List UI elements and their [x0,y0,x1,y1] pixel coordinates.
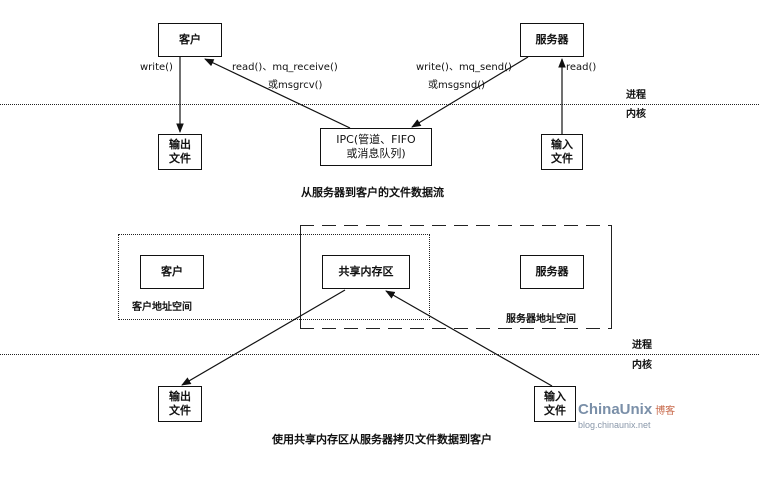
arrow-shm-to-output [181,289,346,386]
process-label-1: 进程 [626,90,646,101]
client-msgrcv-label: 或msgrcv() [268,80,323,91]
server-read-label: read() [566,62,597,73]
ipc-line1: IPC(管道、FIFO [336,133,416,147]
client-label-2: 客户 [161,265,183,279]
output-file-box-2: 输出 文件 [158,386,202,422]
caption-1: 从服务器到客户的文件数据流 [301,186,444,199]
output-file-2-line2: 文件 [169,404,191,417]
shared-memory-label: 共享内存区 [338,265,394,279]
input-file-2-line1: 输入 [544,390,566,404]
ipc-box: IPC(管道、FIFO 或消息队列) [320,128,432,166]
shared-memory-box: 共享内存区 [322,255,410,289]
output-file-line2: 文件 [169,152,191,165]
ipc-line2: 或消息队列) [346,147,406,160]
client-label: 客户 [179,33,201,47]
output-file-line1: 输出 [169,138,191,152]
server-box-1: 服务器 [520,23,584,57]
input-file-box-1: 输入 文件 [541,134,583,170]
kernel-label-2: 内核 [632,360,652,371]
arrow-input-to-shm [385,290,553,387]
server-space-label: 服务器地址空间 [506,314,576,325]
server-write-label: write()、mq_send() [416,62,512,73]
server-msgsnd-label: 或msgsnd() [428,80,485,91]
process-label-2: 进程 [632,340,652,351]
arrow-server-to-ipc [411,56,529,128]
output-file-box-1: 输出 文件 [158,134,202,170]
process-kernel-divider-2 [0,354,759,355]
process-kernel-divider-1 [0,104,759,105]
output-file-2-line1: 输出 [169,390,191,404]
kernel-label-1: 内核 [626,109,646,120]
arrow-ipc-to-client [204,58,351,129]
client-read-label: read()、mq_receive() [232,62,338,73]
input-file-box-2: 输入 文件 [534,386,576,422]
client-box-2: 客户 [140,255,204,289]
input-file-line2: 文件 [551,152,573,165]
input-file-2-line2: 文件 [544,404,566,417]
server-label: 服务器 [535,33,569,47]
client-space-label: 客户地址空间 [132,302,192,313]
caption-2: 使用共享内存区从服务器拷贝文件数据到客户 [272,433,492,446]
input-file-line1: 输入 [551,138,573,152]
server-label-2: 服务器 [535,265,569,279]
server-box-2: 服务器 [520,255,584,289]
client-box-1: 客户 [158,23,222,57]
watermark-url: blog.chinaunix.net [578,420,651,430]
client-write-label: write() [140,62,173,73]
